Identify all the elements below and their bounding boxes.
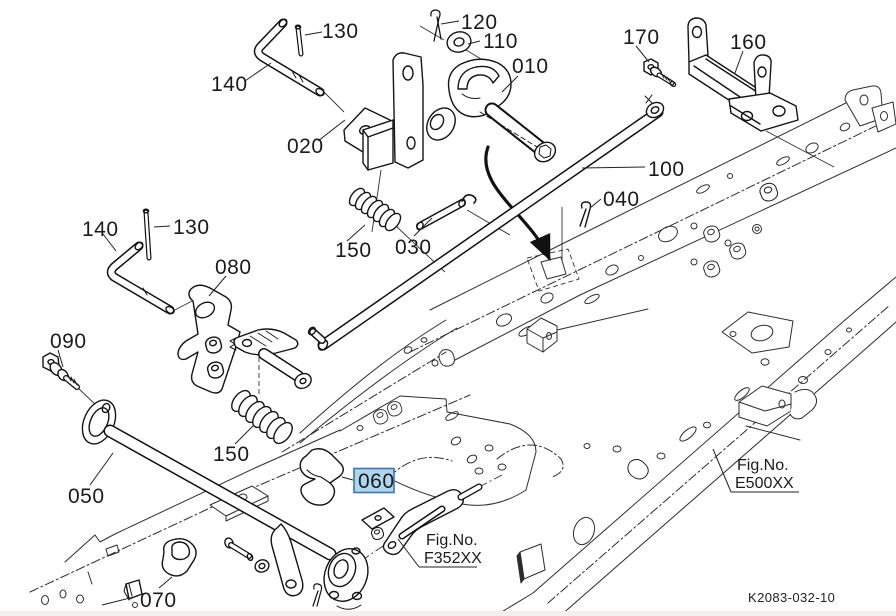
shaft-hub-flange [323,548,369,602]
part-label-130-top[interactable]: 130 [322,20,359,43]
fig-ref-caption: Fig.No. [737,457,789,474]
part-160-bracket [687,17,799,132]
part-010-hook [426,58,557,163]
ref-part-clevis [361,483,483,556]
part-label-150-top[interactable]: 150 [335,239,372,262]
part-label-160[interactable]: 160 [730,31,767,54]
part-170-bolt [643,58,677,87]
fig-ref-e500[interactable]: Fig.No. E500XX [735,457,794,492]
part-020-bracket [343,52,424,171]
footstep-plate [339,395,537,491]
part-080-latch-bracket [177,284,312,394]
part-060-wedge [299,448,344,506]
part-label-050[interactable]: 050 [68,485,105,508]
motion-arrow [484,145,551,261]
part-050-shaft [81,399,369,610]
part-label-120[interactable]: 120 [461,11,498,34]
part-label-060[interactable]: 060 [358,470,395,493]
hook-target-box [526,248,580,292]
shaft-hanger [270,523,304,597]
part-label-130-bottom[interactable]: 130 [173,216,210,239]
part-label-020[interactable]: 020 [287,135,324,158]
part-100-rod [307,94,665,351]
part-150-spring-bottom [227,386,297,448]
part-label-140-bottom[interactable]: 140 [82,218,119,241]
fig-ref-number[interactable]: F352XX [424,550,482,567]
part-130-pin-bottom [142,208,152,261]
part-110-washer [446,31,472,53]
part-040-cotter-pin [579,201,592,228]
part-label-030[interactable]: 030 [395,236,432,259]
part-label-070[interactable]: 070 [140,589,177,612]
part-130-pin-top [294,24,304,57]
leader-lines [57,20,799,606]
part-label-170[interactable]: 170 [623,26,660,49]
lower-left-rail [64,429,341,563]
exploded-parts [42,9,799,610]
frame-u-bracket [526,317,558,353]
callout-labels: 130 140 120 110 010 170 160 020 100 040 … [50,11,835,612]
page-edge [0,611,896,616]
arch-arc [388,456,453,478]
part-label-080[interactable]: 080 [215,256,252,279]
part-label-140-top[interactable]: 140 [211,73,248,96]
lower-right-rail-top [494,276,896,616]
part-label-150-bottom[interactable]: 150 [213,443,250,466]
part-140-rod-top [253,18,325,97]
part-label-100[interactable]: 100 [648,158,685,181]
part-label-090[interactable]: 090 [50,330,87,353]
upper-rail-bottom-edge [454,147,896,361]
callout-highlight-box [353,467,395,494]
fig-ref-caption: Fig.No. [426,532,478,549]
frame-top-bracket [721,311,794,354]
part-070-clamp [123,537,197,601]
upper-rail-centerline [409,121,885,353]
part-120-cotter-pin [430,9,442,42]
drawing-code: K2083-032-10 [748,590,835,605]
selected-callout-060[interactable]: 060 [353,467,395,494]
part-150-spring-top [345,185,405,234]
upper-rail-top-edge [429,87,877,311]
chassis-frame [29,85,896,616]
frame-stop-block [516,543,546,584]
part-090-bolt [42,352,80,390]
fig-ref-f352[interactable]: Fig.No. F352XX [424,532,482,567]
frame-right-bracket [738,385,818,441]
part-140-rod-bottom [106,241,175,315]
part-label-040[interactable]: 040 [603,188,640,211]
frame-fasteners [701,180,781,280]
part-label-110[interactable]: 110 [483,30,518,53]
fig-ref-number[interactable]: E500XX [735,475,794,492]
part-label-010[interactable]: 010 [512,55,549,78]
